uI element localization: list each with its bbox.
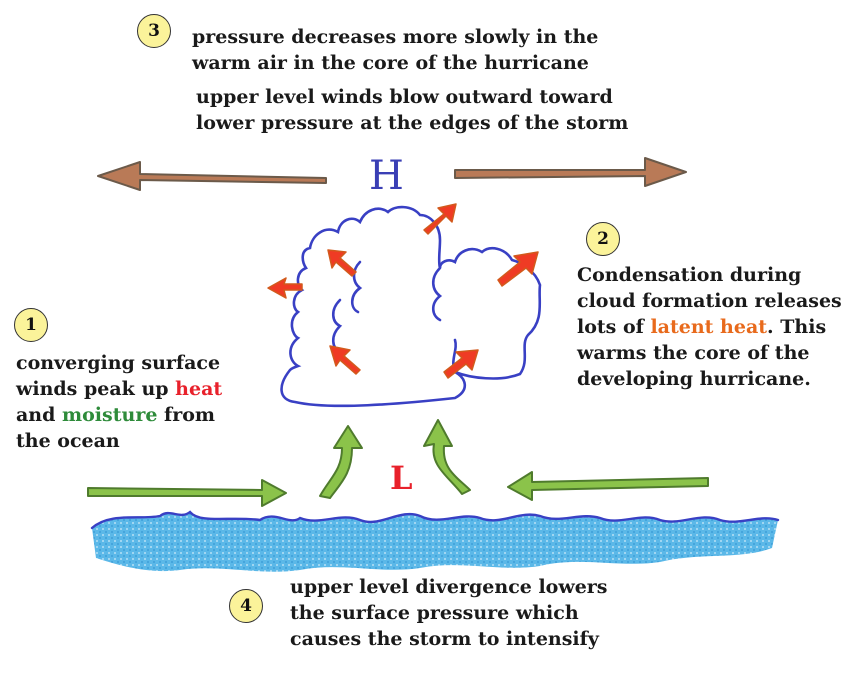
step-1-line-2: winds peak up heat: [16, 376, 222, 402]
step-1-line-4: the ocean: [16, 430, 120, 452]
rising-heat-arrows: [267, 203, 539, 379]
step-2-line-5: developing hurricane.: [577, 368, 811, 390]
low-pressure-label: L: [390, 459, 413, 497]
step-4-line-1: upper level divergence lowers: [290, 576, 608, 598]
outflow-arrow-right-icon: [454, 157, 687, 187]
outflow-arrow-left-icon: [97, 161, 327, 191]
step-1-line-3-pre: and: [16, 404, 63, 426]
rising-heat-arrow-icon: [443, 349, 479, 379]
latent-heat-word: latent heat: [650, 316, 768, 338]
cloud-icon: [280, 205, 542, 408]
step-3-line-1: pressure decreases more slowly in the: [192, 26, 599, 48]
rising-heat-arrow-icon: [497, 251, 539, 287]
inflow-arrow-right-icon: [507, 471, 709, 501]
rising-heat-arrow-icon: [327, 249, 357, 277]
high-pressure-label: H: [369, 153, 404, 199]
upper-winds-line-2: lower pressure at the edges of the storm: [196, 112, 629, 134]
rising-heat-arrow-icon: [423, 203, 457, 235]
step-2-line-3: lots of latent heat. This: [577, 314, 826, 340]
step-1-line-3-post: from: [157, 404, 215, 426]
inflow-arrow-left-icon: [87, 479, 287, 507]
ocean-waves-icon: [90, 510, 780, 572]
step-2-line-2: cloud formation releases: [577, 290, 842, 312]
updraft-arrow-right-icon: [423, 419, 471, 495]
step-2-badge: 2: [586, 222, 620, 256]
step-4-line-3: causes the storm to intensify: [290, 628, 599, 650]
rising-heat-arrow-icon: [329, 345, 361, 375]
rising-heat-arrow-icon: [267, 277, 303, 299]
updraft-arrow-left-icon: [319, 425, 363, 499]
step-3-badge: 3: [137, 14, 171, 48]
step-1-badge: 1: [14, 308, 48, 342]
step-1-line-3: and moisture from: [16, 402, 215, 428]
step-2-line-4: warms the core of the: [577, 342, 810, 364]
moisture-word: moisture: [62, 404, 158, 426]
step-2-line-3-post: . This: [767, 316, 827, 338]
step-1-line-2-text: winds peak up: [16, 378, 176, 400]
step-2-line-3-pre: lots of: [577, 316, 651, 338]
heat-word: heat: [175, 378, 223, 400]
upper-winds-line-1: upper level winds blow outward toward: [196, 86, 613, 108]
step-4-line-2: the surface pressure which: [290, 602, 579, 624]
step-3-line-2: warm air in the core of the hurricane: [192, 52, 589, 74]
step-1-line-1: converging surface: [16, 352, 221, 374]
step-4-badge: 4: [229, 589, 263, 623]
step-2-line-1: Condensation during: [577, 264, 802, 286]
